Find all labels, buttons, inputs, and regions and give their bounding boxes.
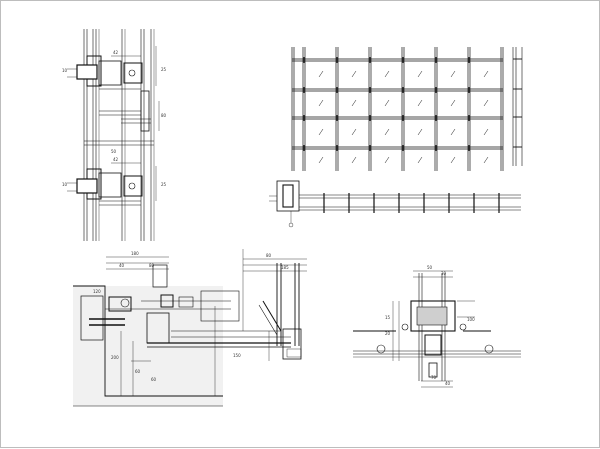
top-right-elevation — [291, 47, 523, 171]
dim-label: 25 — [161, 182, 167, 187]
dim-label: 40 — [445, 381, 451, 386]
dim-label: 150 — [233, 353, 241, 358]
dim-label: 30 — [441, 271, 447, 276]
dim-label: 60 — [151, 377, 157, 382]
dim-label: 15 — [385, 315, 391, 320]
dim-label: 42 — [113, 157, 119, 162]
dim-label: 50 — [111, 149, 117, 154]
left-vertical-section: 42 25 10 80 42 25 10 50 — [62, 29, 167, 241]
dim-label: 60 — [135, 369, 141, 374]
dim-label: 120 — [93, 289, 101, 294]
middle-plan-strip — [269, 180, 521, 228]
dim-label: 10 — [62, 68, 68, 73]
dim-label: 100 — [467, 317, 475, 322]
dim-label: 80 — [149, 263, 155, 268]
dim-label: 25 — [161, 67, 167, 72]
dim-label: 42 — [113, 50, 119, 55]
dim-label: 185 — [281, 265, 289, 270]
bottom-left-section: 180 40 80 200 60 80 185 — [73, 249, 307, 407]
dim-label: 200 — [111, 355, 119, 360]
bottom-right-detail: 50 30 15 20 70 40 100 — [353, 265, 521, 388]
dim-label: 40 — [119, 263, 125, 268]
dim-label: 180 — [131, 251, 139, 256]
dim-label: 20 — [385, 331, 391, 336]
dim-label: 70 — [431, 375, 437, 380]
dim-label: 80 — [161, 113, 167, 118]
dim-label: 10 — [62, 182, 68, 187]
dim-label: 80 — [266, 253, 272, 258]
dim-label: 50 — [427, 265, 433, 270]
